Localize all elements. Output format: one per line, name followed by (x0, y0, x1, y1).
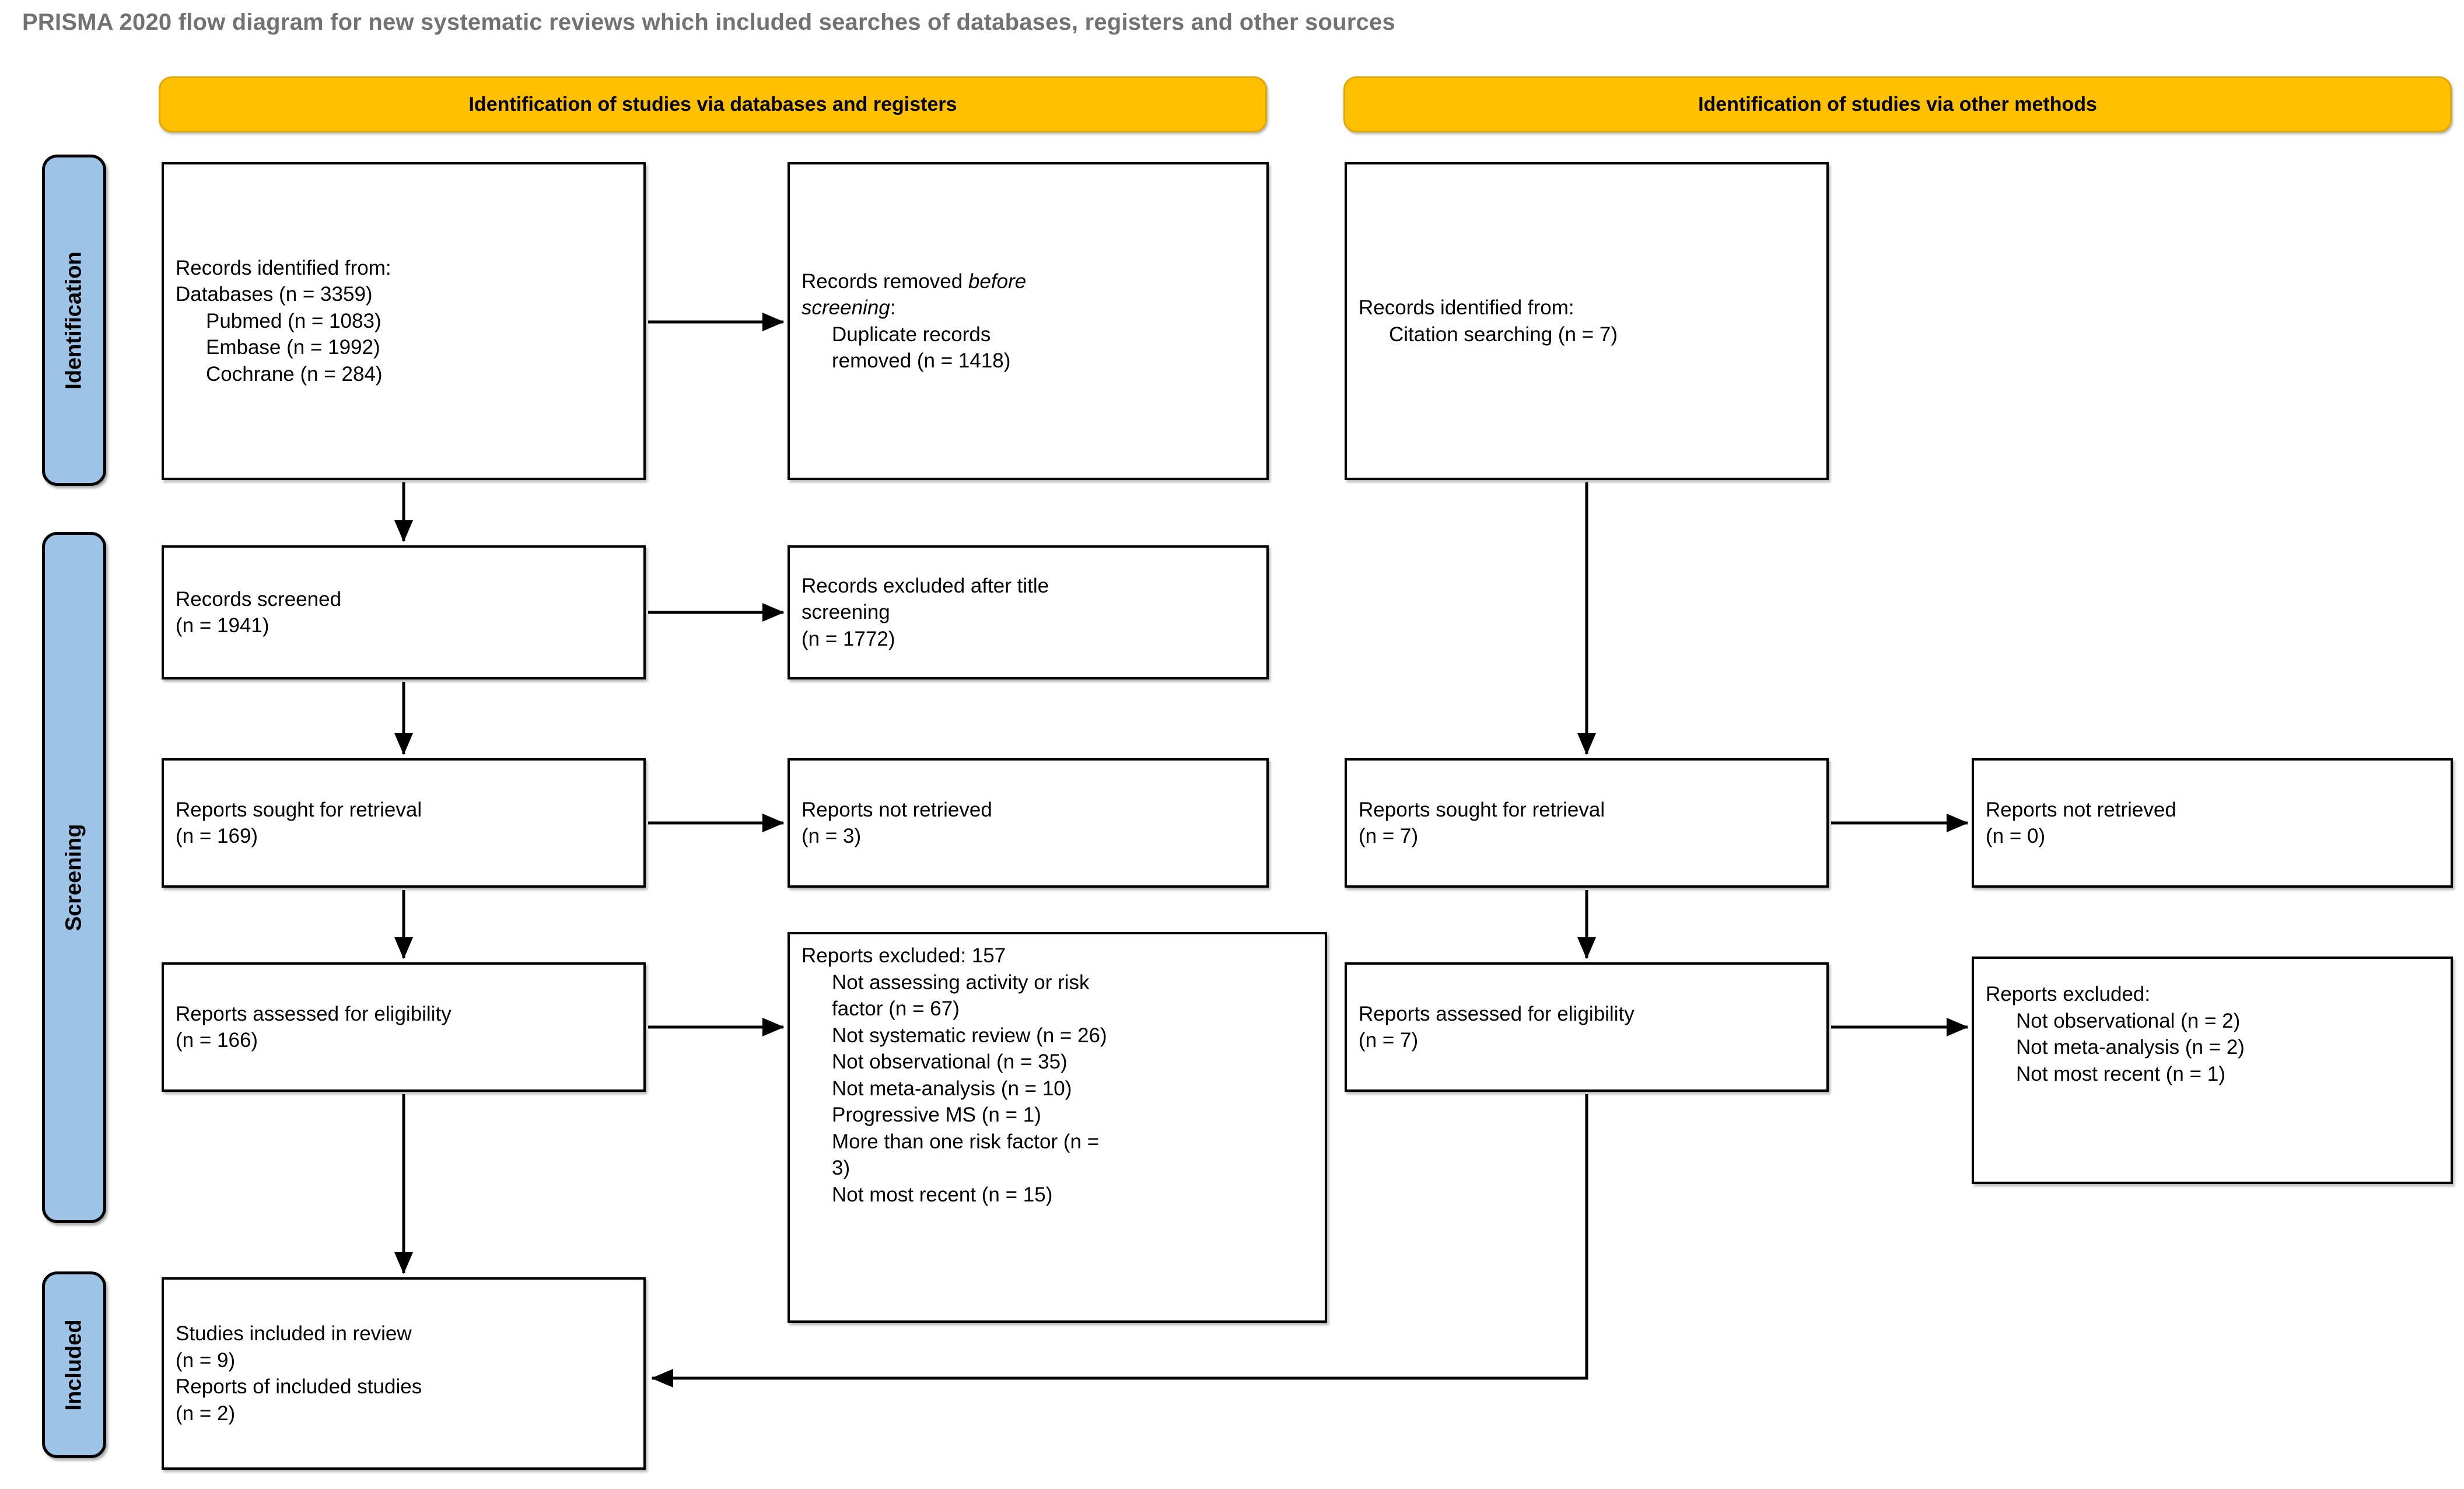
records-identified-embase: Embase (n = 1992) (206, 336, 380, 359)
reports-excluded-left-header: Reports excluded: 157 (802, 944, 1006, 967)
reports-not-retrieved-right-line-2: (n = 0) (1986, 825, 2046, 847)
box-reports-excluded-left: Reports excluded: 157 Not assessing acti… (788, 932, 1327, 1323)
records-excluded-title-line-2: screening (802, 601, 890, 624)
reports-excluded-left-reason: Not assessing activity or risk (832, 971, 1090, 994)
box-reports-sought-right: Reports sought for retrieval (n = 7) (1345, 758, 1829, 888)
reports-excluded-left-reason: Progressive MS (n = 1) (832, 1103, 1041, 1126)
records-identified-pubmed: Pubmed (n = 1083) (206, 309, 382, 332)
reports-sought-left-line-1: Reports sought for retrieval (176, 798, 422, 821)
box-records-identified-databases: Records identified from: Databases (n = … (162, 162, 646, 480)
reports-excluded-left-reason: More than one risk factor (n = (832, 1130, 1100, 1153)
reports-assessed-right-line-2: (n = 7) (1359, 1029, 1419, 1052)
records-screened-line-1: Records screened (176, 587, 342, 611)
reports-not-retrieved-right-line-1: Reports not retrieved (1986, 798, 2176, 821)
phase-label: Identification (61, 251, 86, 390)
reports-excluded-right-header: Reports excluded: (1986, 983, 2151, 1005)
records-removed-line-2: screening: (802, 296, 896, 319)
records-excluded-title-line-3: (n = 1772) (802, 627, 895, 650)
records-removed-line-1: Records removed before (802, 269, 1027, 293)
other-identified-line-1: Records identified from: (1359, 296, 1574, 319)
records-identified-line-2: Databases (n = 3359) (176, 283, 373, 306)
box-reports-assessed-right: Reports assessed for eligibility (n = 7) (1345, 962, 1829, 1092)
box-studies-included: Studies included in review (n = 9) Repor… (162, 1277, 646, 1470)
reports-excluded-left-reason: Not most recent (n = 15) (832, 1183, 1053, 1206)
box-records-identified-other-methods: Records identified from: Citation search… (1345, 162, 1829, 480)
records-removed-line-4: removed (n = 1418) (832, 349, 1011, 372)
reports-excluded-left-reason: Not observational (n = 35) (832, 1050, 1068, 1073)
band-databases-registers: Identification of studies via databases … (159, 76, 1267, 132)
records-identified-line-1: Records identified from: (176, 256, 391, 279)
records-removed-line-3: Duplicate records (832, 323, 991, 346)
box-reports-not-retrieved-right: Reports not retrieved (n = 0) (1972, 758, 2453, 888)
box-reports-not-retrieved-left: Reports not retrieved (n = 3) (788, 758, 1269, 888)
box-reports-sought-left: Reports sought for retrieval (n = 169) (162, 758, 646, 888)
reports-excluded-right-reason: Not meta-analysis (n = 2) (2016, 1036, 2245, 1059)
records-excluded-title-line-1: Records excluded after title (802, 574, 1049, 597)
reports-assessed-left-line-1: Reports assessed for eligibility (176, 1002, 452, 1025)
box-reports-excluded-right: Reports excluded: Not observational (n =… (1972, 957, 2453, 1184)
reports-sought-right-line-1: Reports sought for retrieval (1359, 798, 1605, 821)
box-records-removed-before-screening: Records removed before screening: Duplic… (788, 162, 1269, 480)
reports-sought-right-line-2: (n = 7) (1359, 825, 1419, 847)
phase-bar-included: Included (42, 1271, 106, 1458)
phase-label: Included (61, 1319, 86, 1411)
studies-included-line-3: Reports of included studies (176, 1375, 422, 1398)
reports-excluded-left-reason: factor (n = 67) (832, 997, 960, 1020)
band-other-methods: Identification of studies via other meth… (1343, 76, 2452, 132)
reports-not-retrieved-left-line-2: (n = 3) (802, 825, 862, 847)
reports-not-retrieved-left-line-1: Reports not retrieved (802, 798, 992, 821)
reports-excluded-left-reason: Not meta-analysis (n = 10) (832, 1077, 1072, 1100)
reports-sought-left-line-2: (n = 169) (176, 825, 258, 847)
reports-excluded-right-reason: Not most recent (n = 1) (2016, 1062, 2225, 1085)
phase-label: Screening (61, 824, 86, 931)
band-label: Identification of studies via databases … (468, 93, 957, 115)
reports-excluded-left-reason: Not systematic review (n = 26) (832, 1024, 1107, 1047)
box-reports-assessed-left: Reports assessed for eligibility (n = 16… (162, 962, 646, 1092)
phase-bar-screening: Screening (42, 532, 106, 1223)
records-identified-cochrane: Cochrane (n = 284) (206, 362, 383, 386)
reports-assessed-right-line-1: Reports assessed for eligibility (1359, 1002, 1634, 1025)
reports-excluded-left-reason: 3) (832, 1157, 850, 1179)
records-screened-line-2: (n = 1941) (176, 614, 270, 637)
box-records-screened: Records screened (n = 1941) (162, 545, 646, 679)
studies-included-line-2: (n = 9) (176, 1348, 236, 1372)
other-identified-line-2: Citation searching (n = 7) (1389, 323, 1618, 346)
studies-included-line-4: (n = 2) (176, 1402, 236, 1425)
page-title: PRISMA 2020 flow diagram for new systema… (22, 9, 1395, 35)
reports-assessed-left-line-2: (n = 166) (176, 1029, 258, 1052)
band-label: Identification of studies via other meth… (1698, 93, 2097, 115)
box-records-excluded-after-title-screening: Records excluded after title screening (… (788, 545, 1269, 679)
studies-included-line-1: Studies included in review (176, 1322, 412, 1345)
phase-bar-identification: Identification (42, 155, 106, 486)
reports-excluded-right-reason: Not observational (n = 2) (2016, 1009, 2241, 1032)
